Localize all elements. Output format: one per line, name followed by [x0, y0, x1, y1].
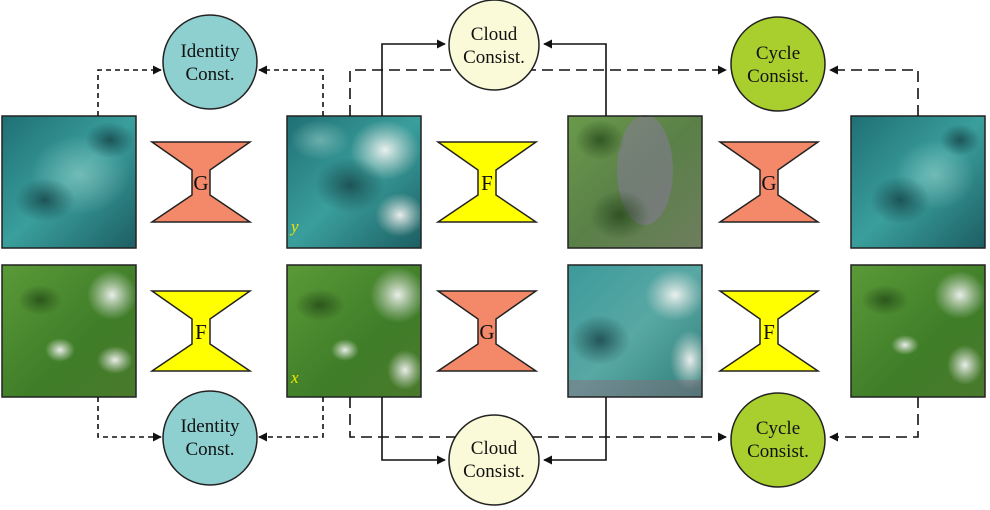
- generator-g-top-left: G: [149, 141, 253, 223]
- node-cloud-bottom: Cloud Consist.: [448, 414, 540, 506]
- svg-text:Consist.: Consist.: [747, 441, 809, 462]
- svg-text:G: G: [761, 171, 776, 195]
- arrow-identity-top-from-left: [97, 65, 162, 116]
- tile-clear-identity-output: [1, 264, 137, 398]
- svg-text:F: F: [481, 171, 493, 195]
- svg-text:Const.: Const.: [185, 64, 234, 85]
- arrow-identity-top-from-y: [258, 65, 324, 116]
- svg-text:Cloud: Cloud: [471, 438, 518, 459]
- arrow-cloud-bottom-from-generated: [543, 397, 607, 465]
- node-cycle-top: Cycle Consist.: [730, 16, 826, 112]
- svg-text:Consist.: Consist.: [463, 47, 525, 68]
- svg-text:Cycle: Cycle: [756, 43, 800, 64]
- tile-generated-cloud-free: [567, 115, 703, 249]
- node-cloud-top: Cloud Consist.: [448, 0, 540, 91]
- svg-text:G: G: [193, 171, 208, 195]
- svg-text:Identity: Identity: [180, 416, 240, 437]
- svg-text:Cycle: Cycle: [756, 418, 800, 439]
- node-identity-top: Identity Const.: [162, 14, 258, 110]
- tile-generated-cloudy: [567, 264, 710, 398]
- node-cycle-bottom: Cycle Consist.: [730, 392, 826, 488]
- tile-cloudy-identity-output: [1, 115, 137, 249]
- arrow-identity-bottom-from-x: [258, 397, 324, 442]
- arrow-cloud-top-from-generated: [543, 39, 607, 116]
- arrow-identity-bottom-from-left: [97, 397, 162, 442]
- label-x: x: [290, 368, 299, 387]
- generator-f-top-middle: F: [435, 141, 539, 223]
- label-y: y: [289, 217, 299, 236]
- arrow-cycle-top-from-y: [349, 65, 727, 116]
- svg-text:G: G: [479, 320, 494, 344]
- tile-cloudy-cycle-reconstruction: [850, 115, 986, 249]
- arrow-cycle-bottom-from-x: [349, 397, 727, 442]
- tile-clear-cycle-reconstruction: [850, 264, 986, 398]
- svg-text:Const.: Const.: [185, 439, 234, 460]
- tile-cloudy-input-y: [286, 115, 425, 249]
- generator-f-bottom-left: F: [149, 290, 253, 372]
- svg-text:Consist.: Consist.: [463, 461, 525, 482]
- generator-f-bottom-right: F: [717, 290, 821, 372]
- tile-clear-input-x: [286, 264, 426, 398]
- svg-text:Identity: Identity: [180, 41, 240, 62]
- svg-text:Consist.: Consist.: [747, 66, 809, 87]
- svg-text:F: F: [763, 320, 775, 344]
- arrow-cycle-top-from-reconstruction: [829, 65, 919, 116]
- arrow-cloud-top-from-y: [381, 39, 446, 116]
- svg-text:Cloud: Cloud: [471, 24, 518, 45]
- generator-g-bottom-middle: G: [435, 290, 539, 372]
- generator-g-top-right: G: [717, 141, 821, 223]
- node-identity-bottom: Identity Const.: [162, 390, 258, 486]
- arrow-cycle-bottom-from-reconstruction: [829, 397, 919, 442]
- arrow-cloud-bottom-from-x: [381, 397, 446, 465]
- svg-text:F: F: [195, 320, 207, 344]
- connectors: [97, 39, 919, 465]
